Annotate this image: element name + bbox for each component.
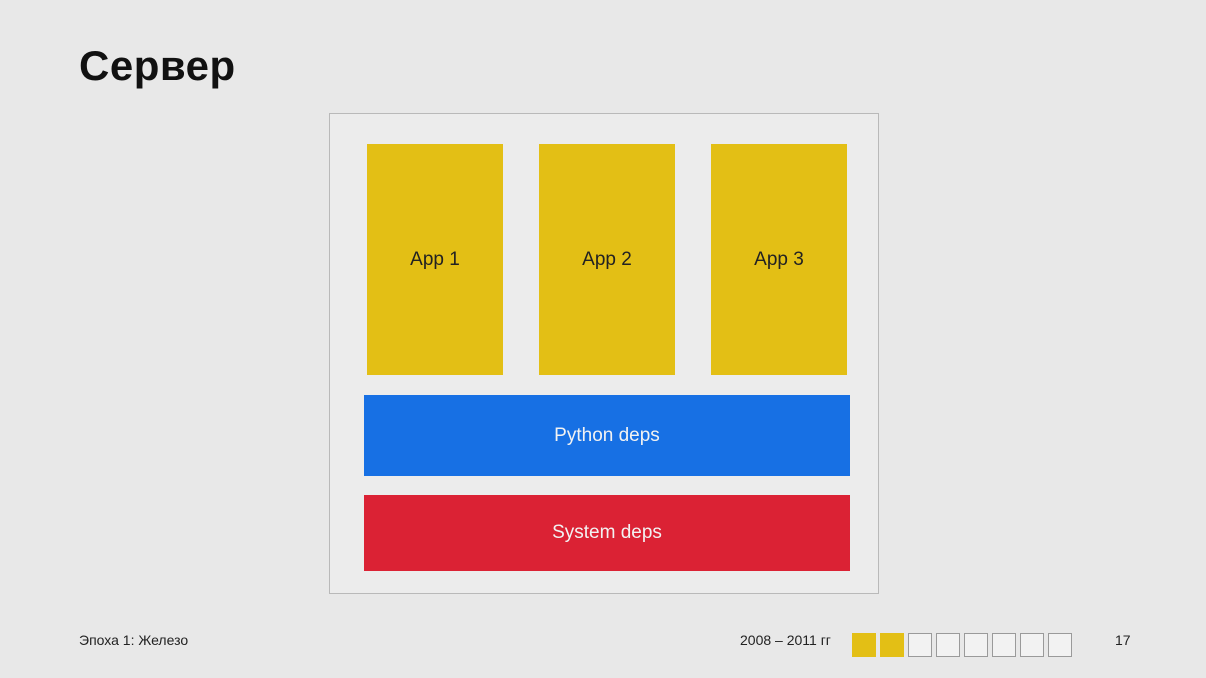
progress-cell-empty [936,633,960,657]
app-3-box: App 3 [711,144,847,375]
app-1-label: App 1 [410,248,460,270]
progress-cell-empty [1048,633,1072,657]
epoch-progress-indicator [852,633,1072,657]
progress-cell-filled [880,633,904,657]
system-deps-label: System deps [552,522,662,543]
progress-cell-empty [992,633,1016,657]
app-1-box: App 1 [367,144,503,375]
python-deps-label: Python deps [554,424,660,446]
python-deps-layer: Python deps [364,395,850,476]
years-label: 2008 – 2011 гг [740,632,831,648]
progress-cell-filled [852,633,876,657]
page-number: 17 [1115,632,1131,648]
app-2-label: App 2 [582,248,632,270]
app-2-box: App 2 [539,144,675,375]
progress-cell-empty [964,633,988,657]
slide-title: Сервер [79,42,236,89]
progress-cell-empty [1020,633,1044,657]
server-frame: App 1 App 2 App 3 Python deps System dep… [329,113,879,594]
app-3-label: App 3 [754,248,804,270]
progress-cell-empty [908,633,932,657]
system-deps-layer: System deps [364,495,850,571]
section-label: Эпоха 1: Железо [79,632,189,648]
